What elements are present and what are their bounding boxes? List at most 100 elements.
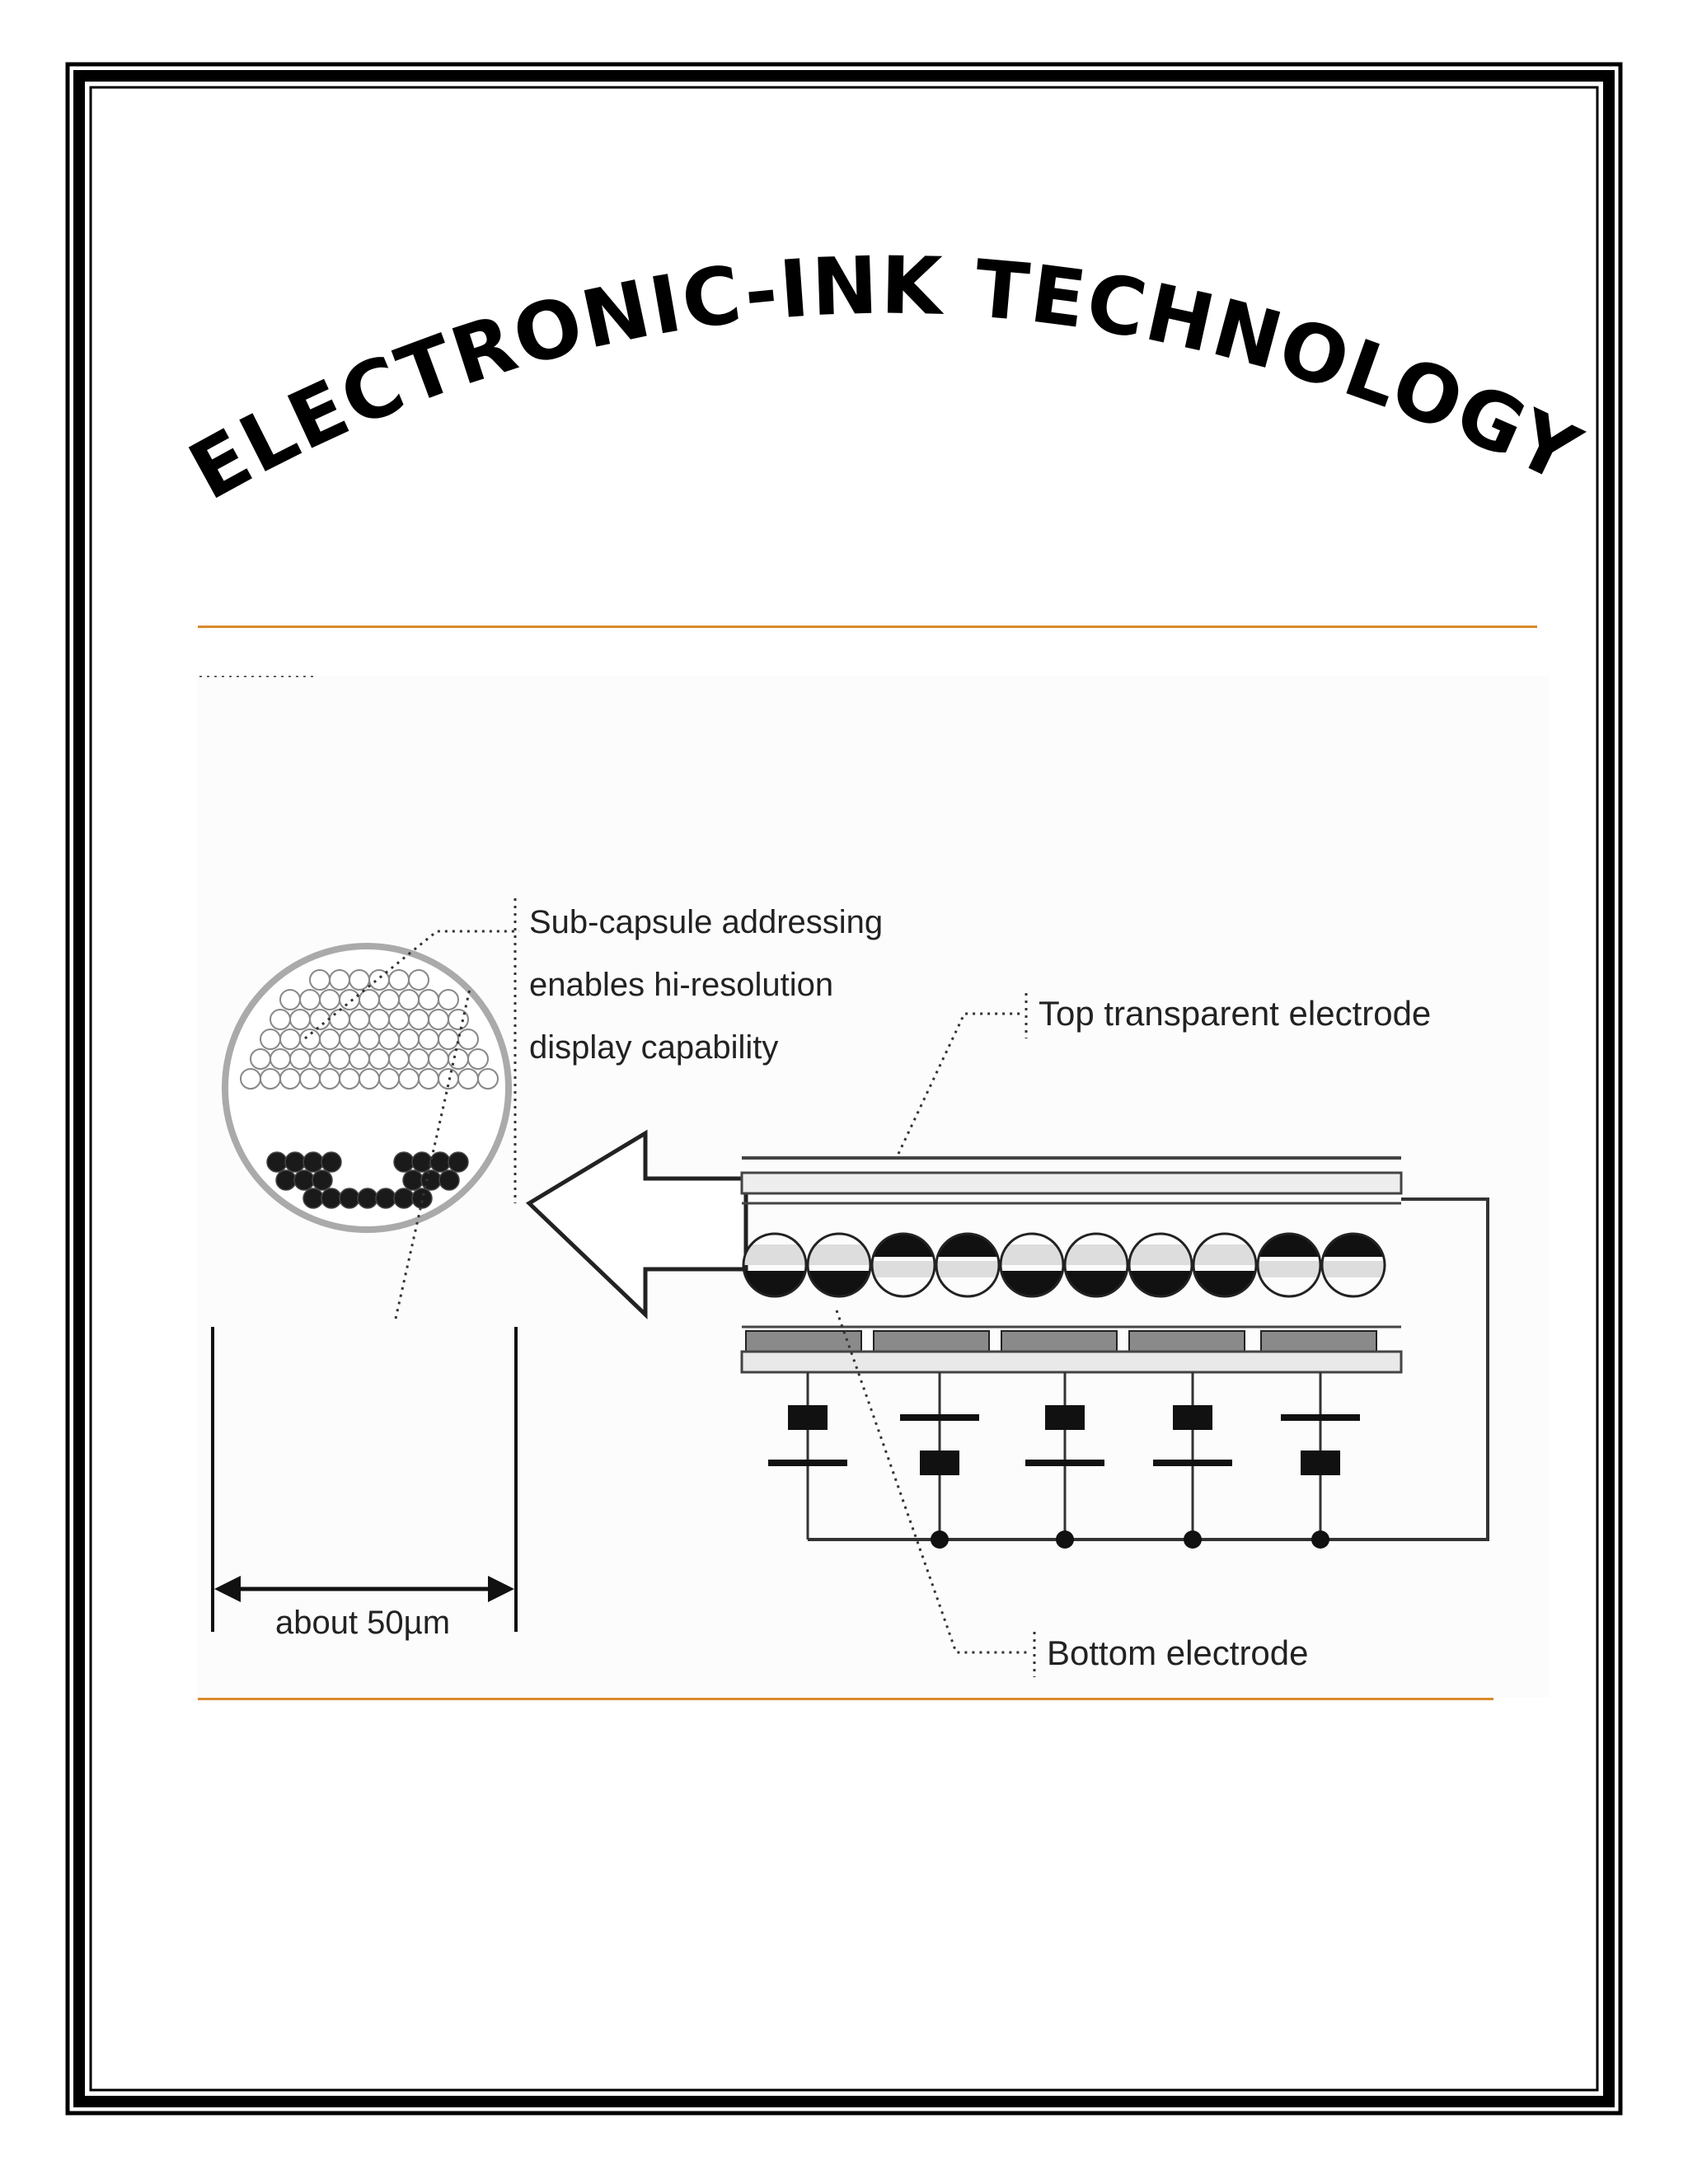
white-particle [438, 989, 459, 1010]
white-particle [457, 1068, 479, 1090]
white-particle [448, 1048, 469, 1070]
white-particle [368, 1048, 390, 1070]
white-particle [309, 969, 331, 991]
white-particle [398, 989, 420, 1010]
white-particle [408, 1009, 429, 1030]
white-particle [418, 1029, 439, 1050]
electrode-pad [873, 1330, 990, 1352]
microcapsule [870, 1232, 936, 1298]
white-particle [299, 989, 321, 1010]
bottom-electrode-pads [745, 1330, 1377, 1352]
black-particle [357, 1188, 378, 1209]
white-particle [408, 1048, 429, 1070]
bottom-divider [198, 1698, 1493, 1700]
white-particle [359, 989, 380, 1010]
white-particle [378, 1068, 400, 1090]
black-particle [302, 1188, 324, 1209]
black-particle [321, 1188, 342, 1209]
bottom-electrode-label: Bottom electrode [835, 1310, 1309, 1677]
white-particle [250, 1048, 271, 1070]
black-particle [402, 1169, 424, 1191]
size-label: about 50µm [275, 1605, 450, 1641]
black-particle [438, 1169, 460, 1191]
svg-text:Sub-capsule addressing: Sub-capsule addressing [529, 904, 883, 940]
white-particle [349, 1048, 370, 1070]
drive-circuits [768, 1372, 1360, 1549]
white-particle [438, 1029, 459, 1050]
black-particle [375, 1188, 396, 1209]
white-particle [388, 969, 410, 991]
white-particle [398, 1068, 420, 1090]
white-particle [260, 1029, 281, 1050]
white-particle [467, 1048, 489, 1070]
white-particle [329, 1048, 350, 1070]
e-ink-diagram: Sub-capsule addressing enables hi-resolu… [198, 676, 1550, 1698]
white-particle [279, 1029, 301, 1050]
white-particles [240, 969, 499, 1090]
battery-source [1153, 1372, 1232, 1549]
white-particle [260, 1068, 281, 1090]
white-particle [270, 1009, 291, 1030]
white-particle [289, 1048, 311, 1070]
white-particle [388, 1009, 410, 1030]
black-particle [429, 1151, 451, 1173]
white-particle [418, 1068, 439, 1090]
white-particle [339, 1068, 360, 1090]
white-particle [339, 989, 360, 1010]
black-particle [266, 1151, 288, 1173]
display-stack [740, 1156, 1489, 1549]
black-particle [275, 1169, 297, 1191]
white-particle [378, 1029, 400, 1050]
white-particle [279, 1068, 301, 1090]
black-particle [302, 1151, 324, 1173]
white-particle [398, 1029, 420, 1050]
white-particle [349, 1009, 370, 1030]
white-particle [270, 1048, 291, 1070]
svg-text:Top transparent electrode: Top transparent electrode [1039, 994, 1431, 1033]
subcapsule-leaders [198, 676, 519, 1319]
black-particle [393, 1151, 415, 1173]
black-particles [266, 1151, 469, 1209]
white-particle [319, 989, 340, 1010]
microcapsule [742, 1232, 808, 1298]
microcapsule [806, 1232, 872, 1298]
black-particle [411, 1151, 433, 1173]
white-particle [309, 1009, 331, 1030]
microcapsule [1128, 1232, 1193, 1298]
white-particle [309, 1048, 331, 1070]
microcapsule [999, 1232, 1065, 1298]
capsule-magnified [222, 943, 512, 1233]
white-particle [388, 1048, 410, 1070]
size-dimension: about 50µm [211, 1327, 518, 1641]
microcapsule [1063, 1232, 1129, 1298]
white-particle [329, 1009, 350, 1030]
black-particle [293, 1169, 315, 1191]
svg-text:Bottom electrode: Bottom electrode [1047, 1633, 1309, 1672]
white-particle [457, 1029, 479, 1050]
white-particle [477, 1068, 499, 1090]
arrow-shape [525, 1129, 748, 1319]
white-particle [329, 969, 350, 991]
electrode-pad [1001, 1330, 1118, 1352]
white-particle [299, 1068, 321, 1090]
subcapsule-label: Sub-capsule addressing enables hi-resolu… [529, 904, 883, 1066]
microcapsule [935, 1232, 1001, 1298]
capsule-row [742, 1232, 1386, 1298]
white-particle [319, 1068, 340, 1090]
svg-text:display capability: display capability [529, 1029, 778, 1066]
white-particle [240, 1068, 261, 1090]
top-electrode-label: Top transparent electrode [897, 993, 1431, 1155]
battery-source [768, 1372, 847, 1540]
top-divider [198, 626, 1537, 628]
white-particle [418, 989, 439, 1010]
white-particle [428, 1048, 449, 1070]
white-particle [339, 1029, 360, 1050]
white-particle [279, 989, 301, 1010]
white-particle [319, 1029, 340, 1050]
white-particle [299, 1029, 321, 1050]
black-particle [284, 1151, 306, 1173]
white-particle [368, 1009, 390, 1030]
black-particle [339, 1188, 360, 1209]
white-particle [428, 1009, 449, 1030]
